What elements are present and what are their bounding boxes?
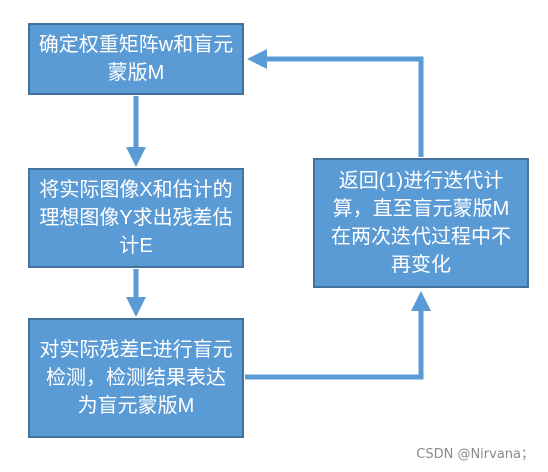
node-blind-pixel-detection-label: 对实际残差E进行盲元检测，检测结果表达为盲元蒙版M bbox=[39, 339, 233, 417]
node-iterate-until-stable: 返回(1)进行迭代计算，直至盲元蒙版M在两次迭代过程中不再变化 bbox=[313, 158, 529, 288]
node-blind-pixel-detection: 对实际残差E进行盲元检测，检测结果表达为盲元蒙版M bbox=[28, 318, 244, 438]
watermark: CSDN @Nirvana； bbox=[416, 447, 534, 462]
node-init-weights: 确定权重矩阵w和盲元蒙版M bbox=[28, 23, 244, 95]
node-iterate-until-stable-label: 返回(1)进行迭代计算，直至盲元蒙版M在两次迭代过程中不再变化 bbox=[331, 170, 511, 276]
node-residual-estimate: 将实际图像X和估计的理想图像Y求出残差估计E bbox=[28, 168, 244, 268]
arrow-box3-to-box4 bbox=[245, 291, 431, 380]
node-residual-estimate-label: 将实际图像X和估计的理想图像Y求出残差估计E bbox=[39, 179, 233, 257]
node-init-weights-label: 确定权重矩阵w和盲元蒙版M bbox=[38, 34, 234, 84]
arrow-box4-to-box1 bbox=[247, 49, 424, 157]
